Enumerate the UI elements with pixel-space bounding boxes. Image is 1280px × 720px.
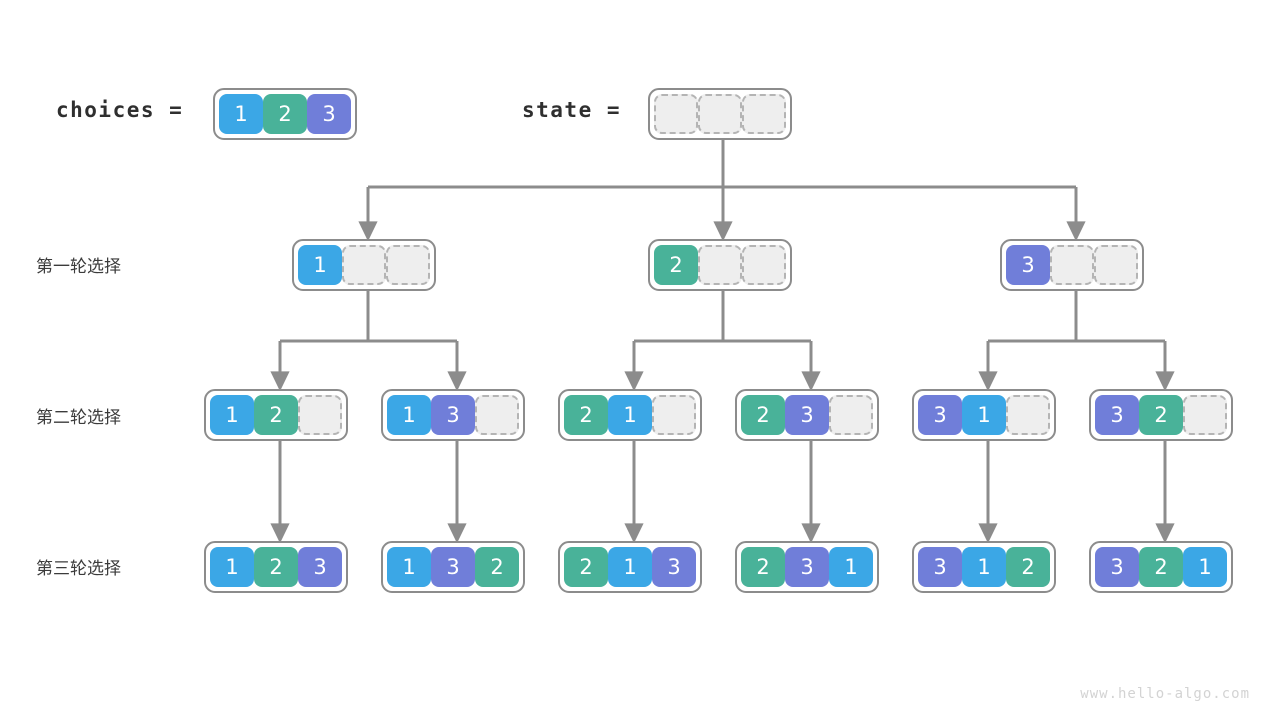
array-cell-value: 1 xyxy=(829,547,873,587)
array-cell-value: 1 xyxy=(608,547,652,587)
array-cell-value: 1 xyxy=(1183,547,1227,587)
state-label: state = xyxy=(522,98,622,122)
array-cell-value: 3 xyxy=(298,547,342,587)
array-cell-value: 3 xyxy=(1095,547,1139,587)
array-cell-value: 1 xyxy=(219,94,263,134)
array-cell-value: 3 xyxy=(918,547,962,587)
array-cell-value: 2 xyxy=(564,395,608,435)
array-cell-empty xyxy=(1183,395,1227,435)
row-label-round-2: 第二轮选择 xyxy=(36,408,121,428)
array-cell-empty xyxy=(342,245,386,285)
array-cell-empty xyxy=(1006,395,1050,435)
array-cell-value: 1 xyxy=(387,395,431,435)
array-cell-value: 2 xyxy=(741,395,785,435)
array-cell-empty xyxy=(1050,245,1094,285)
array-cell-value: 2 xyxy=(741,547,785,587)
array-cell-value: 1 xyxy=(298,245,342,285)
array-cell-empty xyxy=(298,395,342,435)
array-cell-value: 3 xyxy=(307,94,351,134)
array-cell-value: 1 xyxy=(962,395,1006,435)
choices-label: choices = xyxy=(56,98,184,122)
array-cell-value: 2 xyxy=(1139,547,1183,587)
array-cell-empty xyxy=(386,245,430,285)
node-level1-3: 3 xyxy=(1000,239,1144,291)
array-cell-empty xyxy=(1094,245,1138,285)
array-cell-value: 1 xyxy=(387,547,431,587)
array-cell-value: 2 xyxy=(1006,547,1050,587)
array-cell-value: 3 xyxy=(652,547,696,587)
array-cell-value: 1 xyxy=(210,547,254,587)
array-cell-empty xyxy=(654,94,698,134)
array-cell-value: 3 xyxy=(431,395,475,435)
array-cell-value: 3 xyxy=(918,395,962,435)
array-cell-empty xyxy=(475,395,519,435)
array-cell-value: 1 xyxy=(608,395,652,435)
array-cell-empty xyxy=(652,395,696,435)
row-label-round-1: 第一轮选择 xyxy=(36,257,121,277)
array-cell-value: 2 xyxy=(1139,395,1183,435)
array-cell-empty xyxy=(829,395,873,435)
array-cell-value: 3 xyxy=(431,547,475,587)
array-cell-value: 1 xyxy=(962,547,1006,587)
array-cell-value: 3 xyxy=(1095,395,1139,435)
array-cell-value: 2 xyxy=(254,547,298,587)
array-cell-value: 2 xyxy=(263,94,307,134)
array-cell-value: 2 xyxy=(254,395,298,435)
row-label-round-3: 第三轮选择 xyxy=(36,559,121,579)
node-level1-1: 1 xyxy=(292,239,436,291)
array-cell-empty xyxy=(742,94,786,134)
node-level1-2: 2 xyxy=(648,239,792,291)
array-cell-value: 2 xyxy=(654,245,698,285)
array-cell-value: 1 xyxy=(210,395,254,435)
array-cell-empty xyxy=(742,245,786,285)
array-cell-empty xyxy=(698,245,742,285)
watermark: www.hello-algo.com xyxy=(1080,686,1250,702)
state-array-root xyxy=(648,88,792,140)
array-cell-value: 3 xyxy=(1006,245,1050,285)
array-cell-empty xyxy=(698,94,742,134)
array-cell-value: 2 xyxy=(564,547,608,587)
array-cell-value: 3 xyxy=(785,547,829,587)
array-cell-value: 2 xyxy=(475,547,519,587)
array-cell-value: 3 xyxy=(785,395,829,435)
